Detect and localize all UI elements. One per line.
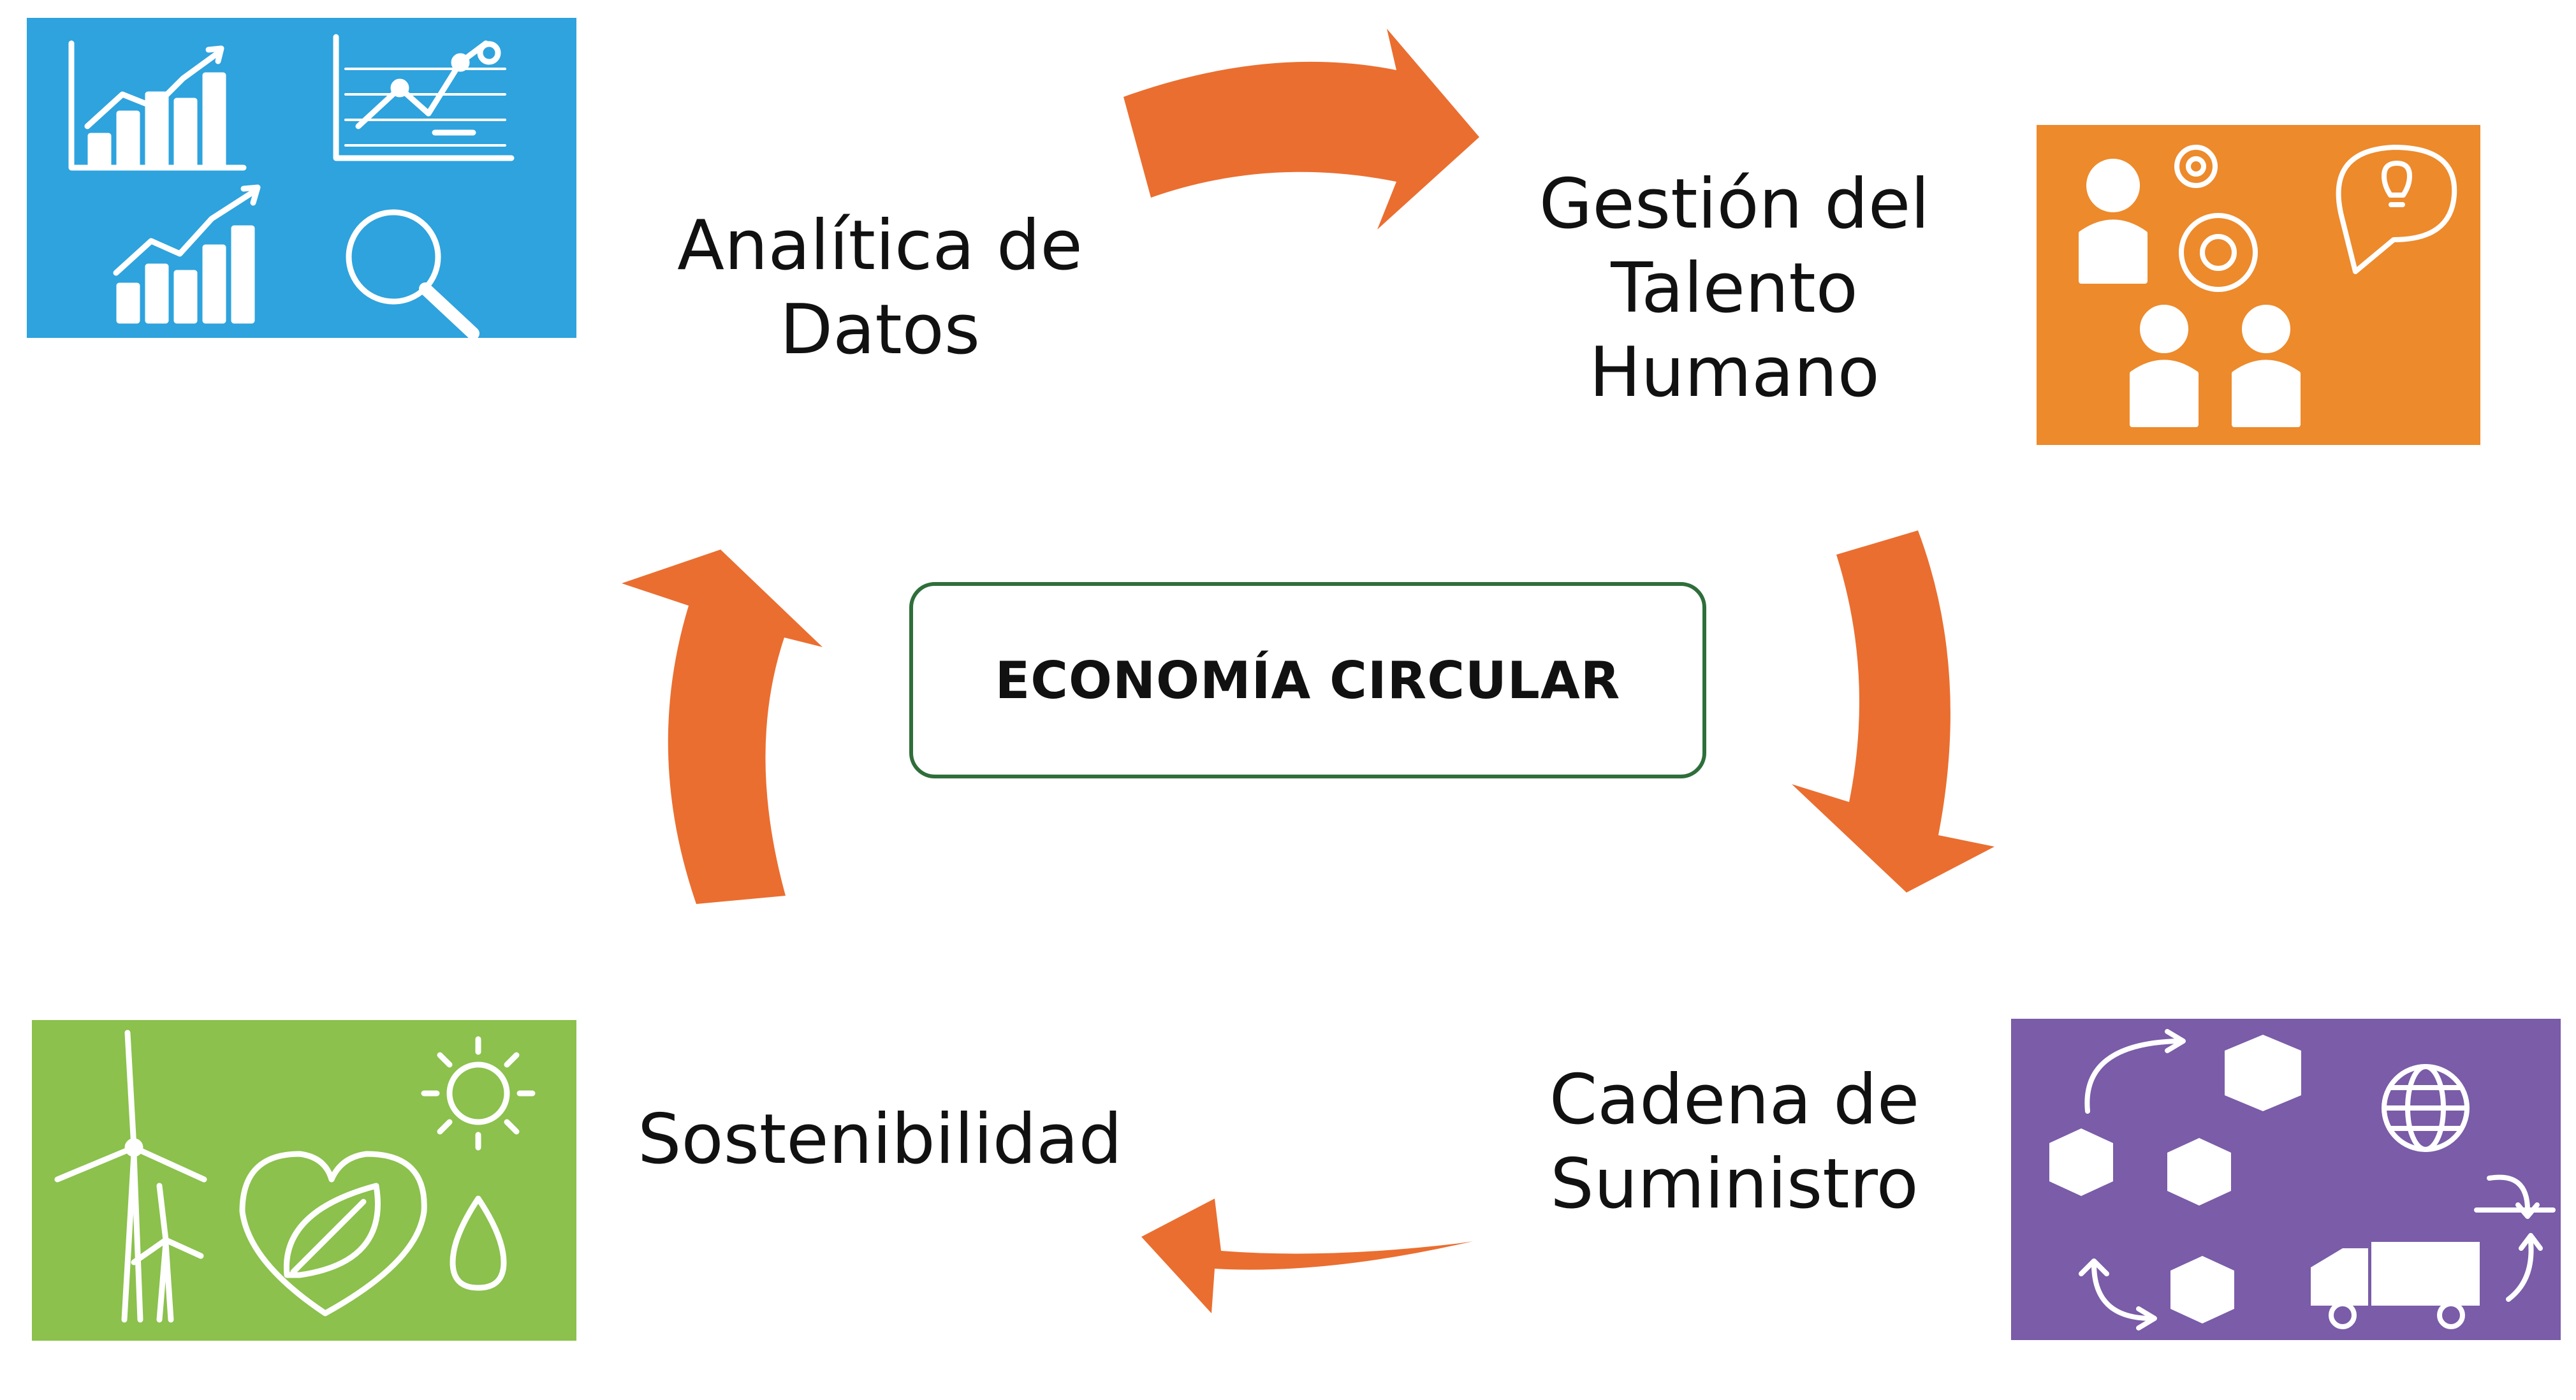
charts-and-magnifier-icon <box>27 18 576 338</box>
sustainability-tile <box>32 1020 576 1341</box>
analytics-label: Analítica de Datos <box>657 204 1103 372</box>
supply-tile <box>2011 1019 2561 1340</box>
analytics-tile <box>27 18 576 338</box>
talent-label-line-1: Gestión del <box>1539 164 1930 244</box>
supply-label-line-2: Suministro <box>1550 1144 1919 1224</box>
arrow-sustainability-to-analytics <box>622 550 823 904</box>
analytics-label-line-2: Datos <box>779 290 981 370</box>
boxes-globe-truck-icon <box>2011 1019 2561 1340</box>
analytics-label-line-1: Analítica de <box>677 206 1083 286</box>
talent-label: Gestión del Talento Humano <box>1511 163 1958 415</box>
center-concept-label: ECONOMÍA CIRCULAR <box>995 650 1621 710</box>
supply-label: Cadena de Suministro <box>1511 1058 1958 1227</box>
talent-label-line-3: Humano <box>1589 333 1880 412</box>
people-gears-idea-icon <box>2037 125 2480 445</box>
center-concept-box: ECONOMÍA CIRCULAR <box>909 582 1706 778</box>
talent-label-line-2: Talento <box>1611 249 1858 328</box>
sustainability-label-line-1: Sostenibilidad <box>637 1100 1122 1179</box>
arrow-talent-to-supply <box>1792 530 1994 893</box>
wind-heart-sun-drop-icon <box>32 1020 576 1341</box>
arrow-supply-to-sustainability <box>1141 1199 1473 1313</box>
arrow-analytics-to-talent <box>1123 29 1479 230</box>
supply-label-line-1: Cadena de <box>1549 1060 1920 1140</box>
talent-tile <box>2037 125 2480 445</box>
sustainability-label: Sostenibilidad <box>631 1098 1129 1182</box>
